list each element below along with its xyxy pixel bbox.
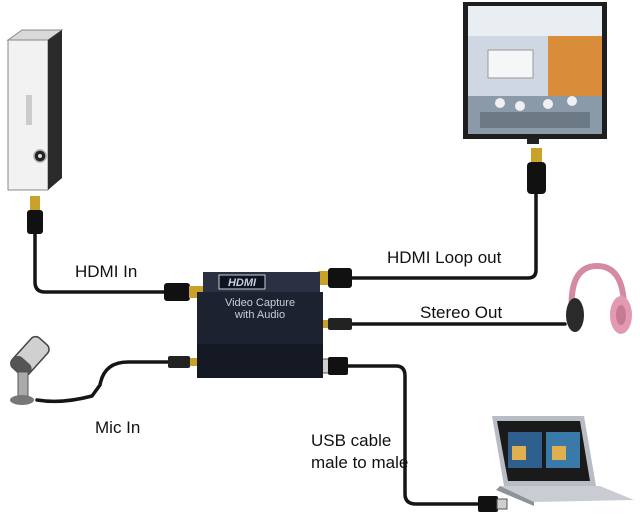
label-usb-line1: USB cable xyxy=(311,431,392,450)
hdmi-plug-tower xyxy=(27,196,43,234)
capture-device: HDMI Video Capture with Audio xyxy=(197,272,323,378)
label-hdmi-loop-out: HDMI Loop out xyxy=(387,248,502,267)
headphones xyxy=(566,262,632,334)
tv-display xyxy=(463,2,607,144)
hdmi-in-cable xyxy=(33,228,170,294)
pc-tower xyxy=(6,29,64,191)
laptop xyxy=(492,416,634,506)
label-stereo-out: Stereo Out xyxy=(420,303,503,322)
label-usb-line2: male to male xyxy=(311,453,409,472)
hdmi-plug-device-out xyxy=(318,268,352,288)
cables xyxy=(33,191,567,506)
label-hdmi-in: HDMI In xyxy=(75,262,138,281)
audio-jack-mic xyxy=(168,356,200,368)
usb-plug-laptop xyxy=(478,496,508,512)
label-usb-cable: USB cable male to male xyxy=(311,430,408,474)
device-line1-text: Video Capture xyxy=(225,297,295,309)
device-brand-text: HDMI xyxy=(228,277,257,289)
device-line2-text: with Audio xyxy=(234,309,285,321)
label-mic-in: Mic In xyxy=(95,418,141,437)
mic-cable xyxy=(35,360,174,404)
microphone xyxy=(10,335,50,405)
hdmi-plug-tv xyxy=(527,148,546,194)
hdmi-loop-cable xyxy=(346,191,538,280)
usb-cable xyxy=(343,364,482,506)
audio-jack-stereo xyxy=(318,318,352,330)
